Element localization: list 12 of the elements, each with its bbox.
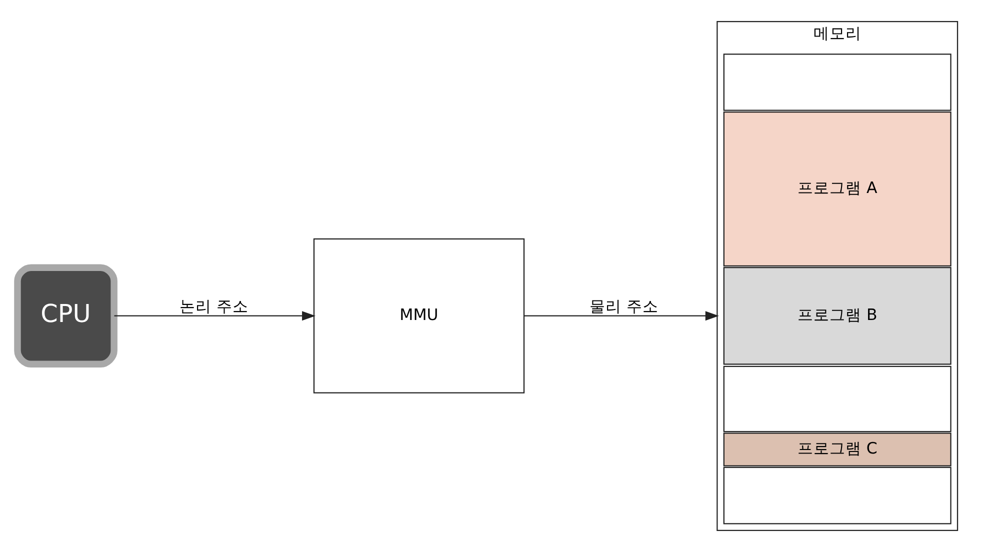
node-box (723, 366, 952, 432)
node-box: MMU (313, 238, 525, 394)
edge-label: 논리 주소 (180, 296, 249, 316)
arrow (114, 311, 316, 321)
node-box: CPU (14, 264, 118, 368)
node-box (723, 54, 952, 111)
arrow (524, 311, 719, 321)
node-box (723, 466, 952, 524)
edge-label: 물리 주소 (589, 296, 658, 316)
node-box: 프로그램 C (723, 432, 952, 466)
node-box: 프로그램 B (723, 267, 952, 365)
node-box: 프로그램 A (723, 111, 952, 266)
